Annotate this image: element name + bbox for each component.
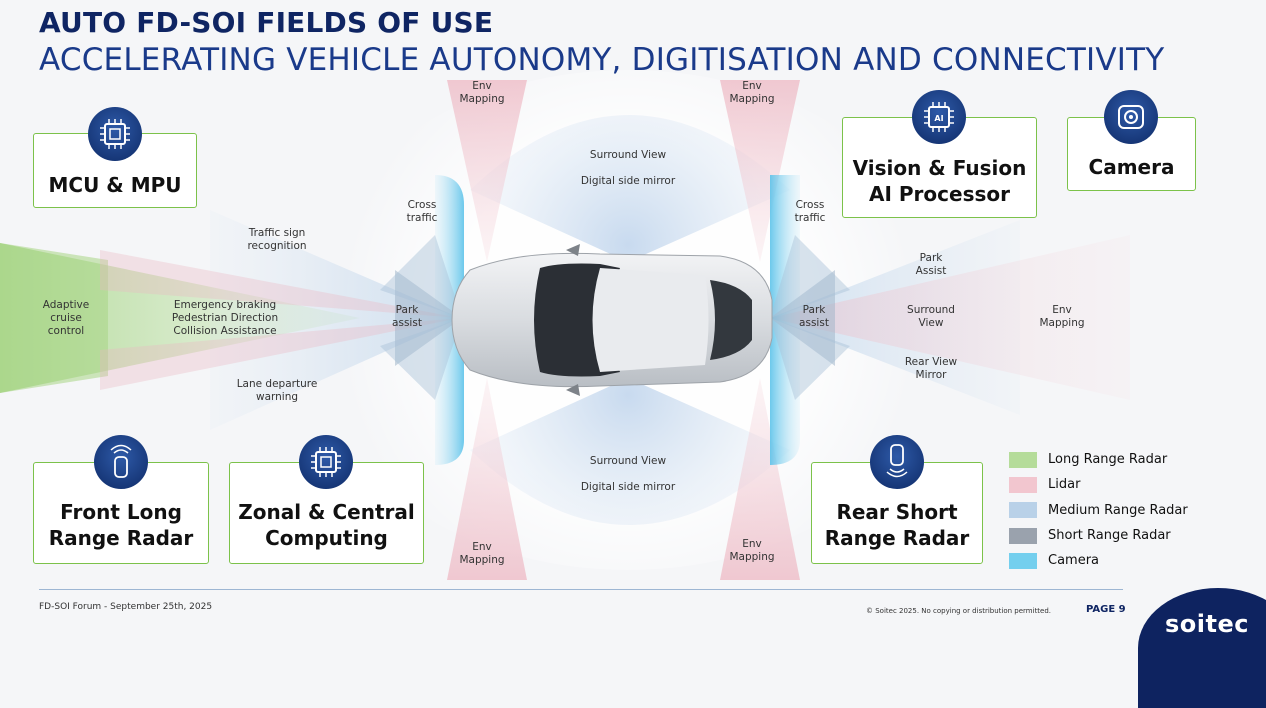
label-surround-bottom: Surround View	[589, 455, 667, 467]
sensor-coverage-diagram	[0, 70, 1130, 580]
car-radar-front-icon	[94, 435, 148, 489]
legend-item-lidar: Lidar	[1009, 472, 1188, 497]
label-env-top-left: Env Mapping	[459, 80, 505, 105]
footer-event: FD-SOI Forum - September 25th, 2025	[39, 602, 213, 612]
chip-icon	[299, 435, 353, 489]
label-digital-bottom: Digital side mirror	[580, 481, 676, 493]
label-park-left: Park assist	[392, 304, 422, 329]
box-front-radar-label: Front Long Range Radar	[48, 500, 194, 550]
legend-swatch	[1009, 476, 1037, 493]
legend-label: Lidar	[1048, 477, 1081, 493]
label-lane: Lane departure warning	[236, 378, 318, 403]
label-surround-top: Surround View	[589, 149, 667, 161]
legend-item-medium-range-radar: Medium Range Radar	[1009, 498, 1188, 523]
legend-label: Medium Range Radar	[1048, 502, 1188, 518]
label-env-bottom-left: Env Mapping	[459, 541, 505, 566]
legend: Long Range Radar Lidar Medium Range Rada…	[1009, 447, 1188, 573]
page-subtitle: ACCELERATING VEHICLE AUTONOMY, DIGITISAT…	[39, 42, 1165, 78]
footer-divider	[39, 589, 1123, 590]
label-env-top-right: Env Mapping	[729, 80, 775, 105]
legend-swatch	[1009, 502, 1037, 519]
label-cross-right: Cross traffic	[794, 199, 826, 224]
box-camera-label: Camera	[1088, 155, 1175, 179]
label-adaptive: Adaptive cruise control	[42, 299, 90, 337]
legend-swatch	[1009, 552, 1037, 569]
car-illustration	[451, 244, 773, 396]
camera-icon	[1104, 90, 1158, 144]
soitec-logo: soitec	[1165, 610, 1249, 638]
legend-swatch	[1009, 451, 1037, 468]
legend-item-long-range-radar: Long Range Radar	[1009, 447, 1188, 472]
label-env-bottom-right: Env Mapping	[729, 538, 775, 563]
label-surround-rear: Surround View	[907, 304, 955, 329]
box-front-radar: Front Long Range Radar	[33, 462, 209, 564]
label-park-right: Park assist	[799, 304, 829, 329]
label-rear-view: Rear View Mirror	[904, 356, 958, 381]
box-mcu-label: MCU & MPU	[48, 172, 182, 197]
label-cross-left: Cross traffic	[406, 199, 438, 224]
legend-label: Camera	[1048, 553, 1100, 569]
label-env-right: Env Mapping	[1039, 304, 1085, 329]
box-zonal-label: Zonal & Central Computing	[238, 500, 415, 550]
box-rear-radar: Rear Short Range Radar	[811, 462, 983, 564]
legend-swatch	[1009, 527, 1037, 544]
box-vision-label: Vision & Fusion AI Processor	[852, 155, 1027, 206]
svg-text:AI: AI	[934, 114, 943, 123]
page-number: PAGE 9	[1086, 604, 1126, 615]
ai-chip-icon: AI	[912, 90, 966, 144]
label-emergency: Emergency braking Pedestrian Direction C…	[171, 299, 279, 337]
label-traffic-sign: Traffic sign recognition	[247, 227, 307, 252]
legend-item-camera: Camera	[1009, 548, 1188, 573]
legend-item-short-range-radar: Short Range Radar	[1009, 523, 1188, 548]
legend-label: Long Range Radar	[1048, 452, 1168, 468]
label-park-assist-rear: Park Assist	[915, 252, 947, 277]
chip-icon	[88, 107, 142, 161]
car-radar-rear-icon	[870, 435, 924, 489]
page-title: AUTO FD-SOI FIELDS OF USE	[39, 6, 494, 39]
footer-copyright: © Soitec 2025. No copying or distributio…	[866, 607, 1052, 615]
legend-label: Short Range Radar	[1048, 528, 1171, 544]
box-rear-radar-label: Rear Short Range Radar	[824, 500, 970, 550]
label-digital-top: Digital side mirror	[580, 175, 676, 187]
